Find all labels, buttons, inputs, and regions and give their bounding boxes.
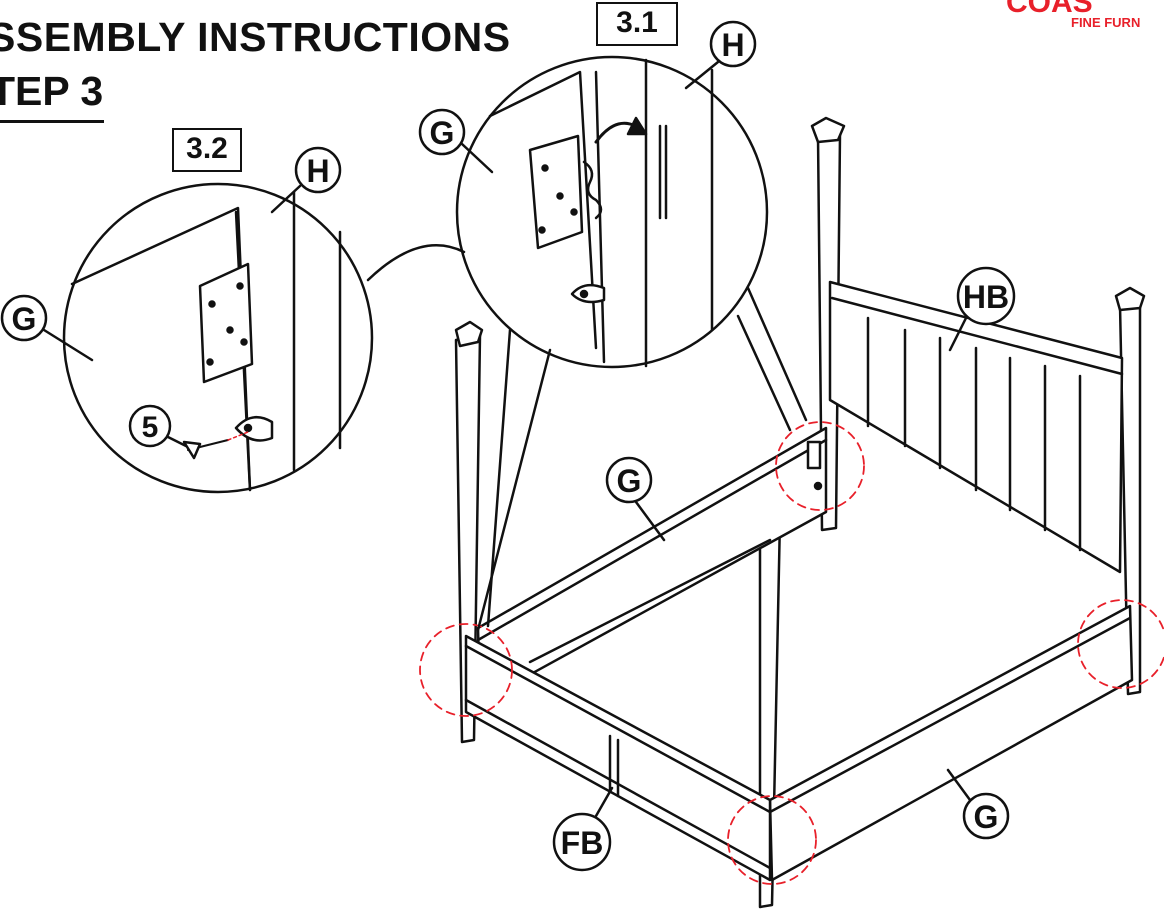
label-headboard: HB: [963, 279, 1009, 315]
label-3-1-G: G: [430, 115, 455, 151]
step-heading: TEP 3: [0, 68, 104, 114]
brand-logo: COAS: [1006, 0, 1093, 19]
label-3-2-G: G: [12, 301, 37, 337]
detail-view-3-1: [455, 55, 808, 632]
step-number-3-2: 3.2: [172, 128, 242, 172]
detail-view-3-2: [62, 182, 466, 494]
label-hardware-5: 5: [142, 411, 159, 444]
brand-tagline: FINE FURN: [1071, 15, 1141, 30]
label-3-2-H: H: [306, 153, 329, 189]
label-3-1-H: H: [721, 27, 744, 63]
step-underline: [0, 120, 104, 123]
step-number-3-1: 3.1: [596, 2, 678, 46]
label-rail-front: G: [974, 799, 999, 835]
label-rail-back: G: [617, 463, 642, 499]
bed-frame-drawing: [419, 116, 1164, 909]
highlight-circles: [419, 421, 1164, 885]
page-title: SSEMBLY INSTRUCTIONS: [0, 14, 511, 60]
part-labels: H G H G 5 G HB G FB: [0, 20, 1016, 872]
label-footboard: FB: [561, 825, 604, 861]
